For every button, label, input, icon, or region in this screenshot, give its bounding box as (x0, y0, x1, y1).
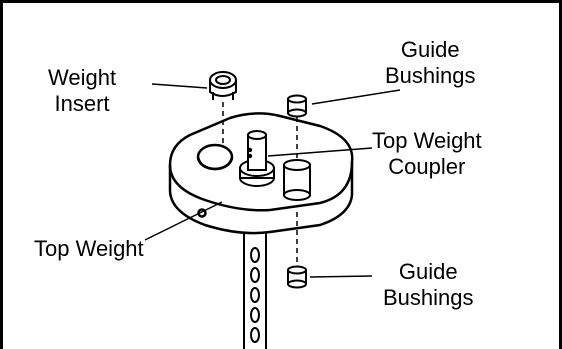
label-top-weight-coupler: Top Weight Coupler (372, 128, 482, 180)
label-guide-bushings-top-line1: Guide (400, 37, 460, 62)
label-weight-insert-line1: Weight (48, 65, 117, 90)
alignment-lines (222, 102, 298, 266)
label-weight-insert: Weight Insert (48, 65, 116, 117)
label-guide-bushings-bottom-line2: Bushings (383, 285, 474, 310)
guide-bushing-mounted (283, 159, 311, 201)
leader-lines (144, 83, 401, 278)
label-guide-bushings-top: Guide Bushings (385, 37, 476, 89)
label-guide-bushings-bottom-line1: Guide (398, 259, 458, 284)
top-weight-coupler (239, 130, 275, 187)
weight-insert (209, 71, 237, 100)
guide-bushing-bottom (287, 265, 307, 289)
label-guide-bushings-bottom: Guide Bushings (383, 259, 474, 311)
label-top-weight-coupler-line1: Top Weight (372, 128, 482, 153)
guide-bushing-top (287, 94, 307, 118)
label-top-weight-coupler-line2: Coupler (388, 154, 466, 179)
rod (243, 227, 267, 349)
label-guide-bushings-top-line2: Bushings (385, 63, 476, 88)
label-weight-insert-line2: Insert (54, 91, 110, 116)
label-top-weight-text: Top Weight (34, 236, 144, 261)
label-top-weight: Top Weight (34, 236, 144, 262)
